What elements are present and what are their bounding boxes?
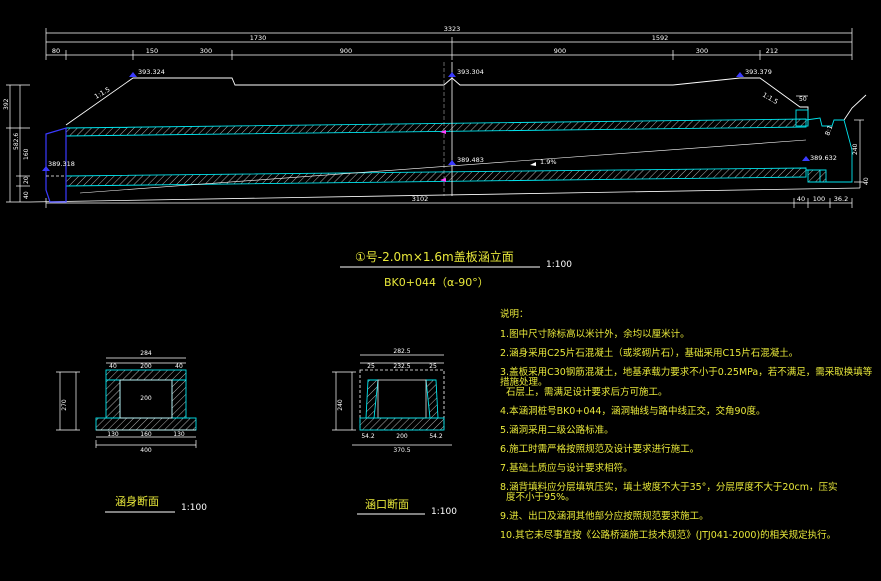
dim-seg-1: 80	[52, 47, 60, 55]
dimension-lines-right	[796, 95, 864, 188]
elev-invert-center: 389.483	[457, 156, 484, 164]
inlet-dim-1: 25	[367, 363, 375, 370]
culvert-dim-2: 200	[140, 363, 152, 370]
gradient-arrow	[530, 162, 536, 166]
dimension-lines-left	[6, 84, 30, 203]
note-item: 4.本涵洞桩号BK0+044，涵洞轴线与路中线正交，交角90度。	[500, 405, 766, 417]
culvert-section-view: 284 40 200 40 200 270 130 160 130 400 涵身…	[56, 350, 207, 513]
dimension-lines-top	[45, 28, 853, 60]
note-item: 1.图中尺寸除标高以米计外，余均以厘米计。	[500, 328, 690, 340]
culvert-section-title: 涵身断面	[115, 494, 159, 508]
elevation-scale: 1:100	[546, 260, 572, 270]
note-item: 3.盖板采用C30钢筋混凝土，地基承载力要求不小于0.25MPa，若不满足，需采…	[500, 366, 873, 398]
inlet-dim-0: 282.5	[393, 348, 410, 355]
slope-right-label: 1:1.5	[761, 91, 779, 106]
dim-seg-2: 150	[146, 47, 158, 55]
culvert-top-slab	[65, 118, 807, 137]
inlet-dim-6: 200	[396, 433, 408, 440]
note-item: 2.涵身采用C25片石混凝土（或浆砌片石），基础采用C15片石混凝土。	[500, 347, 799, 359]
culvert-dim-3: 40	[175, 363, 183, 370]
elevation-view: 3323 1730 1592 80 150 300 900 900 300 21…	[3, 25, 870, 289]
dim-bottom-r0: 40	[797, 195, 805, 203]
inlet-dim-4: 240	[337, 399, 344, 411]
road-surface	[65, 77, 809, 126]
inlet-dim-8: 370.5	[393, 447, 410, 454]
note-item: 9.进、出口及涵洞其他部分应按照规范要求施工。	[500, 510, 709, 522]
culvert-bottom-slab	[65, 167, 807, 187]
note-item: 6.施工时需严格按照规范及设计要求进行施工。	[500, 443, 700, 455]
elev-road-right: 393.379	[745, 68, 772, 76]
dim-seg-7: 212	[766, 47, 778, 55]
dim-bottom-r2: 36.2	[834, 195, 848, 203]
inlet-section-title: 涵口断面	[365, 497, 409, 511]
outlet-structure	[795, 109, 853, 183]
culvert-dim-6: 130	[107, 431, 119, 438]
dim-right-0: 50	[799, 96, 807, 103]
dim-left-4: 40	[23, 191, 30, 199]
slope-left-label: 1:1.5	[93, 85, 111, 100]
inlet-dim-7: 54.2	[429, 433, 443, 440]
dim-left-part: 1730	[250, 34, 267, 42]
dim-right-part: 1592	[652, 34, 669, 42]
dim-bottom-main: 3102	[412, 195, 429, 203]
notes-title: 说明：	[500, 309, 529, 320]
elev-invert-right: 389.632	[810, 154, 837, 162]
elevation-title: ①号-2.0m×1.6m盖板涵立面	[355, 249, 514, 264]
elevation-markers	[42, 72, 810, 182]
dimension-text-top: 3323 1730 1592 80 150 300 900 900 300 21…	[52, 25, 778, 55]
culvert-dim-8: 130	[173, 431, 185, 438]
inlet-dim-2: 232.5	[393, 363, 410, 370]
elev-invert-left: 389.318	[48, 160, 75, 168]
design-notes: 说明： 1.图中尺寸除标高以米计外，余均以厘米计。 2.涵身采用C25片石混凝土…	[500, 310, 875, 550]
inlet-dim-3: 25	[429, 363, 437, 370]
inlet-dim-5: 54.2	[361, 433, 375, 440]
flow-line	[79, 139, 807, 194]
culvert-dim-1: 40	[109, 363, 117, 370]
note-item: 5.涵洞采用二级公路标准。	[500, 424, 614, 436]
elev-road-center: 393.304	[457, 68, 484, 76]
dim-left-1: 582.6	[13, 133, 20, 150]
dimension-lines-bottom	[45, 198, 853, 208]
dim-seg-6: 300	[696, 47, 708, 55]
ground-line	[29, 187, 861, 203]
dim-seg-5: 900	[554, 47, 566, 55]
culvert-dim-4: 200	[140, 395, 152, 402]
culvert-section-scale: 1:100	[181, 503, 207, 513]
inlet-section-view: 282.5 25 232.5 25 240 54.2 200 54.2 370.…	[332, 348, 457, 517]
dim-left-3: 20	[23, 176, 30, 184]
note-item: 8.涵背填料应分层填筑压实，填土坡度不大于35°，分层厚度不大于20cm，压实 …	[500, 481, 838, 503]
dim-left-0: 392	[3, 98, 10, 110]
note-item: 10.其它未尽事宜按《公路桥涵施工技术规范》(JTJ041-2000)的相关规定…	[500, 529, 837, 541]
elevation-station: BK0+044（α-90°）	[384, 276, 489, 289]
culvert-dim-7: 160	[140, 431, 152, 438]
gradient-label: 1.9%	[540, 158, 557, 166]
dim-left-2: 160	[23, 148, 30, 160]
slope-outlet-label: 8:1	[823, 124, 834, 137]
dim-overall: 3323	[444, 25, 461, 33]
elevation-labels: 393.324 393.304 393.379 389.318 389.483 …	[48, 68, 837, 168]
inlet-headwall	[45, 127, 67, 203]
culvert-dim-9: 400	[140, 447, 152, 454]
dim-right-1: 240	[852, 143, 859, 155]
culvert-dim-0: 284	[140, 350, 152, 357]
dim-right-2: 40	[863, 177, 870, 185]
elev-road-left: 393.324	[138, 68, 165, 76]
dim-seg-4: 900	[340, 47, 352, 55]
culvert-dim-5: 270	[61, 399, 68, 411]
inlet-section-scale: 1:100	[431, 507, 457, 517]
dim-seg-3: 300	[200, 47, 212, 55]
dim-bottom-r1: 100	[813, 195, 825, 203]
note-item: 7.基础土质应与设计要求相符。	[500, 462, 633, 474]
outlet-slope	[843, 94, 867, 121]
